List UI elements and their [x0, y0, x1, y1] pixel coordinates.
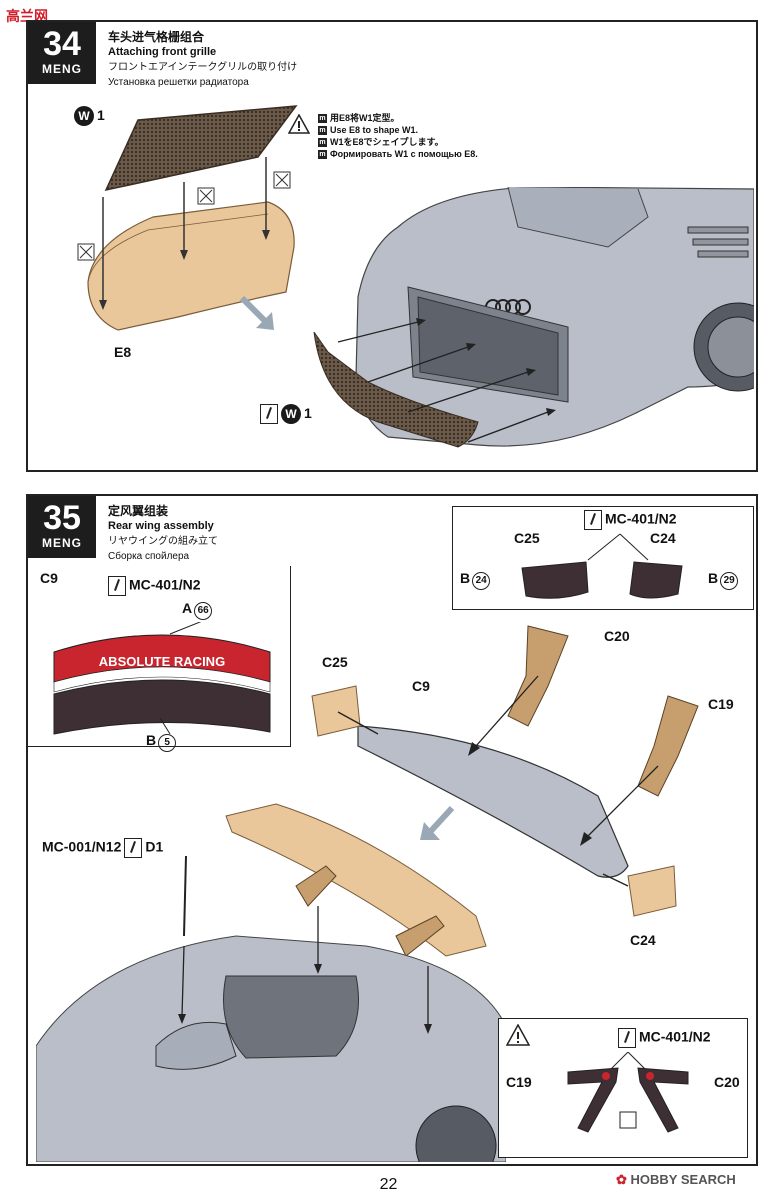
- paint-icon: [618, 1028, 636, 1048]
- c20-label: C20: [604, 628, 630, 644]
- strut-paint-callout: MC-401/N2: [618, 1028, 711, 1048]
- end-plate-decals: [521, 533, 683, 599]
- c25-label: C25: [322, 654, 348, 670]
- car-rear-illustration: [36, 803, 506, 1162]
- flow-arrow-icon: [420, 805, 455, 840]
- note-ja: W1をE8でシェイプします。: [330, 137, 444, 147]
- paint-icon: [108, 576, 126, 596]
- bottom-c20-label: C20: [714, 1074, 740, 1090]
- bottom-c19-label: C19: [506, 1074, 532, 1090]
- title-zh: 车头进气格栅组合: [108, 30, 205, 44]
- inset-c25-label: C25: [514, 530, 540, 546]
- wing-decal-illustration: ABSOLUTE RACING: [53, 622, 271, 735]
- warning-icon: [506, 1024, 530, 1046]
- paint-icon: [124, 838, 143, 858]
- title-ru: Установка решетки радиатора: [108, 77, 249, 88]
- strut-paint-illustration: [567, 1052, 689, 1133]
- no-glue-icon: [197, 187, 215, 205]
- paint-callout: MC-401/N2: [108, 576, 201, 596]
- hobby-search-icon: ✿: [616, 1172, 627, 1187]
- c19-label: C19: [708, 696, 734, 712]
- paint-icon: [260, 404, 278, 425]
- warning-icon: [288, 114, 310, 134]
- e8-label: E8: [114, 344, 132, 360]
- step-34-panel: 34 MENG 车头进气格栅组合 Attaching front grille …: [26, 20, 758, 472]
- paint-icon: [584, 510, 602, 530]
- title-ja: フロントエアインテークグリルの取り付け: [108, 62, 298, 73]
- step-34-titles: 车头进气格栅组合 Attaching front grille フロントエアイン…: [108, 30, 297, 90]
- page-number: 22: [379, 1176, 398, 1193]
- brand-logo: MENG: [42, 536, 82, 550]
- title-ja: リヤウイングの組み立て: [108, 536, 218, 547]
- wing-exploded-illustration: [311, 625, 699, 917]
- decal-text: ABSOLUTE RACING: [99, 654, 225, 669]
- note-en: Use E8 to shape W1.: [330, 125, 419, 135]
- note-ru: Формировать W1 с помощью E8.: [330, 149, 478, 159]
- c24-label: C24: [630, 932, 656, 948]
- flow-arrow-icon: [239, 295, 274, 330]
- title-en: Attaching front grille: [108, 46, 217, 58]
- grille-shaping-illustration: [77, 105, 298, 331]
- step-34-badge: 34 MENG: [28, 22, 96, 84]
- step-number: 35: [43, 499, 81, 537]
- step-35-titles: 定风翼组装 Rear wing assembly リヤウイングの組み立て Сбо…: [108, 504, 218, 564]
- inset-paint-callout: MC-401/N2: [584, 510, 677, 530]
- note-zh: 用E8将W1定型。: [330, 113, 400, 123]
- step-number: 34: [43, 25, 81, 63]
- end-plate-inset: [452, 506, 754, 610]
- step-35-panel: 35 MENG 定风翼组装 Rear wing assembly リヤウイングの…: [26, 494, 758, 1166]
- inset-c24-label: C24: [650, 530, 676, 546]
- c9-label: C9: [412, 678, 430, 694]
- title-ru: Сборка спойлера: [108, 551, 190, 562]
- hobby-search-logo: ✿ HOBBY SEARCH: [616, 1172, 736, 1187]
- grille-mesh-part: [313, 318, 556, 448]
- c9-decal-label: C9: [40, 570, 58, 586]
- brand-logo: MENG: [42, 62, 82, 76]
- step-35-badge: 35 MENG: [28, 496, 96, 558]
- title-zh: 定风翼组装: [108, 504, 169, 518]
- title-en: Rear wing assembly: [108, 520, 214, 532]
